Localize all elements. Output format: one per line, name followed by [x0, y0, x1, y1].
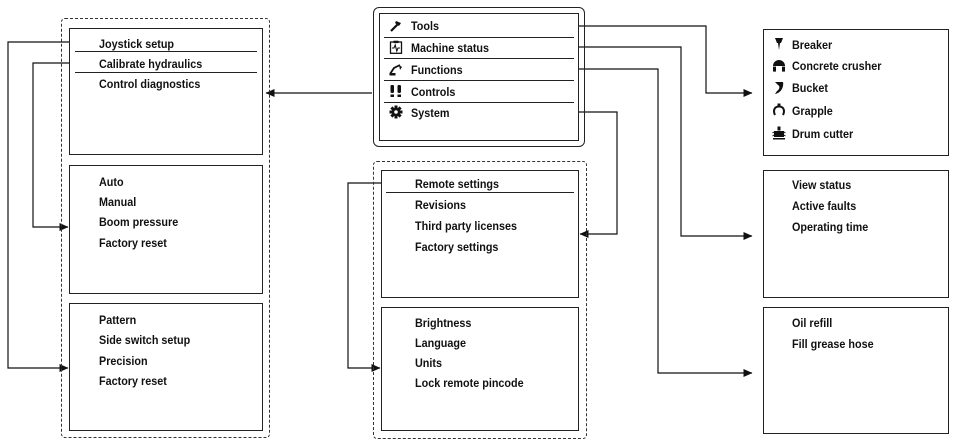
tools-item-grapple[interactable]: Grapple: [792, 104, 833, 118]
functions-item-fill-grease-hose[interactable]: Fill grease hose: [792, 337, 874, 351]
controls-submenus-group: [61, 18, 270, 438]
main-menu-item-functions[interactable]: Functions: [411, 63, 463, 77]
status-item-view-status[interactable]: View status: [792, 178, 852, 192]
joystick-item-side-switch-setup[interactable]: Side switch setup: [99, 333, 191, 347]
joystick-item-factory-reset[interactable]: Factory reset: [99, 374, 167, 388]
hydraulics-item-boom-pressure[interactable]: Boom pressure: [99, 215, 179, 229]
hammer-icon: [389, 19, 403, 33]
hydraulics-menu: [69, 165, 263, 294]
main-menu: [379, 13, 579, 141]
joystick-menu: [69, 303, 263, 431]
drum-cutter-icon: [772, 126, 786, 140]
controls-item-joystick-setup[interactable]: Joystick setup: [99, 37, 175, 51]
system-item-remote-settings[interactable]: Remote settings: [415, 177, 500, 191]
tools-item-concrete-crusher[interactable]: Concrete crusher: [792, 59, 882, 73]
crusher-icon: [772, 59, 786, 73]
hydraulics-item-auto[interactable]: Auto: [99, 175, 124, 189]
tools-item-bucket[interactable]: Bucket: [792, 81, 829, 95]
menu-divider: [384, 37, 574, 38]
main-menu-item-tools[interactable]: Tools: [411, 19, 439, 33]
breaker-icon: [772, 37, 786, 51]
main-menu-item-machine-status[interactable]: Machine status: [411, 41, 490, 55]
controls-menu: [69, 28, 263, 155]
joystick-item-pattern[interactable]: Pattern: [99, 313, 137, 327]
tools-item-breaker[interactable]: Breaker: [792, 38, 833, 52]
remote-item-lock-remote-pincode[interactable]: Lock remote pincode: [415, 376, 524, 390]
status-item-active-faults[interactable]: Active faults: [792, 199, 857, 213]
remote-item-language[interactable]: Language: [415, 336, 467, 350]
menu-divider: [384, 102, 574, 103]
grapple-icon: [772, 103, 786, 117]
tools-item-drum-cutter[interactable]: Drum cutter: [792, 127, 854, 141]
remote-menu: [381, 307, 579, 431]
menu-divider: [384, 80, 574, 81]
system-item-revisions[interactable]: Revisions: [415, 198, 467, 212]
bucket-icon: [772, 81, 786, 95]
main-menu-frame: [373, 7, 585, 147]
joystick-item-precision[interactable]: Precision: [99, 354, 148, 368]
menu-divider: [75, 72, 257, 73]
excavator-arm-icon: [389, 62, 403, 76]
connector-system: [572, 111, 618, 238]
functions-menu: [763, 307, 949, 434]
menu-divider: [384, 58, 574, 59]
connector-machine-status: [572, 46, 753, 240]
remote-item-units[interactable]: Units: [415, 356, 442, 370]
status-menu: [763, 170, 949, 298]
menu-divider: [75, 51, 257, 52]
controls-item-calibrate-hydraulics[interactable]: Calibrate hydraulics: [99, 57, 203, 71]
connector-tools: [572, 25, 753, 97]
system-menu: [381, 170, 579, 298]
system-item-third-party-licenses[interactable]: Third party licenses: [415, 219, 518, 233]
main-menu-item-system[interactable]: System: [411, 106, 450, 120]
system-item-factory-settings[interactable]: Factory settings: [415, 240, 499, 254]
hydraulics-item-manual[interactable]: Manual: [99, 195, 137, 209]
hydraulics-item-factory-reset[interactable]: Factory reset: [99, 236, 167, 250]
functions-item-oil-refill[interactable]: Oil refill: [792, 316, 833, 330]
joystick-icon: [389, 84, 403, 98]
clipboard-pulse-icon: [389, 40, 403, 54]
connector-remote-settings: [347, 182, 382, 372]
connector-joystick-setup: [7, 41, 70, 372]
connector-calibrate-hydraulics: [32, 62, 70, 231]
main-menu-item-controls[interactable]: Controls: [411, 85, 456, 99]
controls-item-control-diagnostics[interactable]: Control diagnostics: [99, 77, 201, 91]
connector-functions: [572, 68, 753, 377]
menu-divider: [386, 192, 574, 193]
system-submenus-group: [373, 161, 587, 439]
remote-item-brightness[interactable]: Brightness: [415, 316, 472, 330]
tools-menu: [763, 29, 949, 156]
gear-icon: [389, 105, 403, 119]
status-item-operating-time[interactable]: Operating time: [792, 220, 869, 234]
